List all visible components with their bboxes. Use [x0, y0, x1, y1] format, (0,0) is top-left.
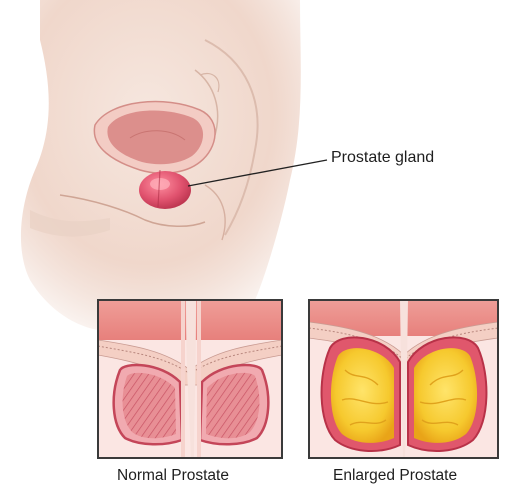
normal-prostate-panel: [98, 300, 282, 458]
enlarged-prostate-panel: [309, 300, 498, 458]
prostate-gland-label: Prostate gland: [331, 149, 434, 167]
normal-prostate-caption: Normal Prostate: [117, 467, 229, 485]
enlarged-prostate-caption: Enlarged Prostate: [333, 467, 457, 485]
